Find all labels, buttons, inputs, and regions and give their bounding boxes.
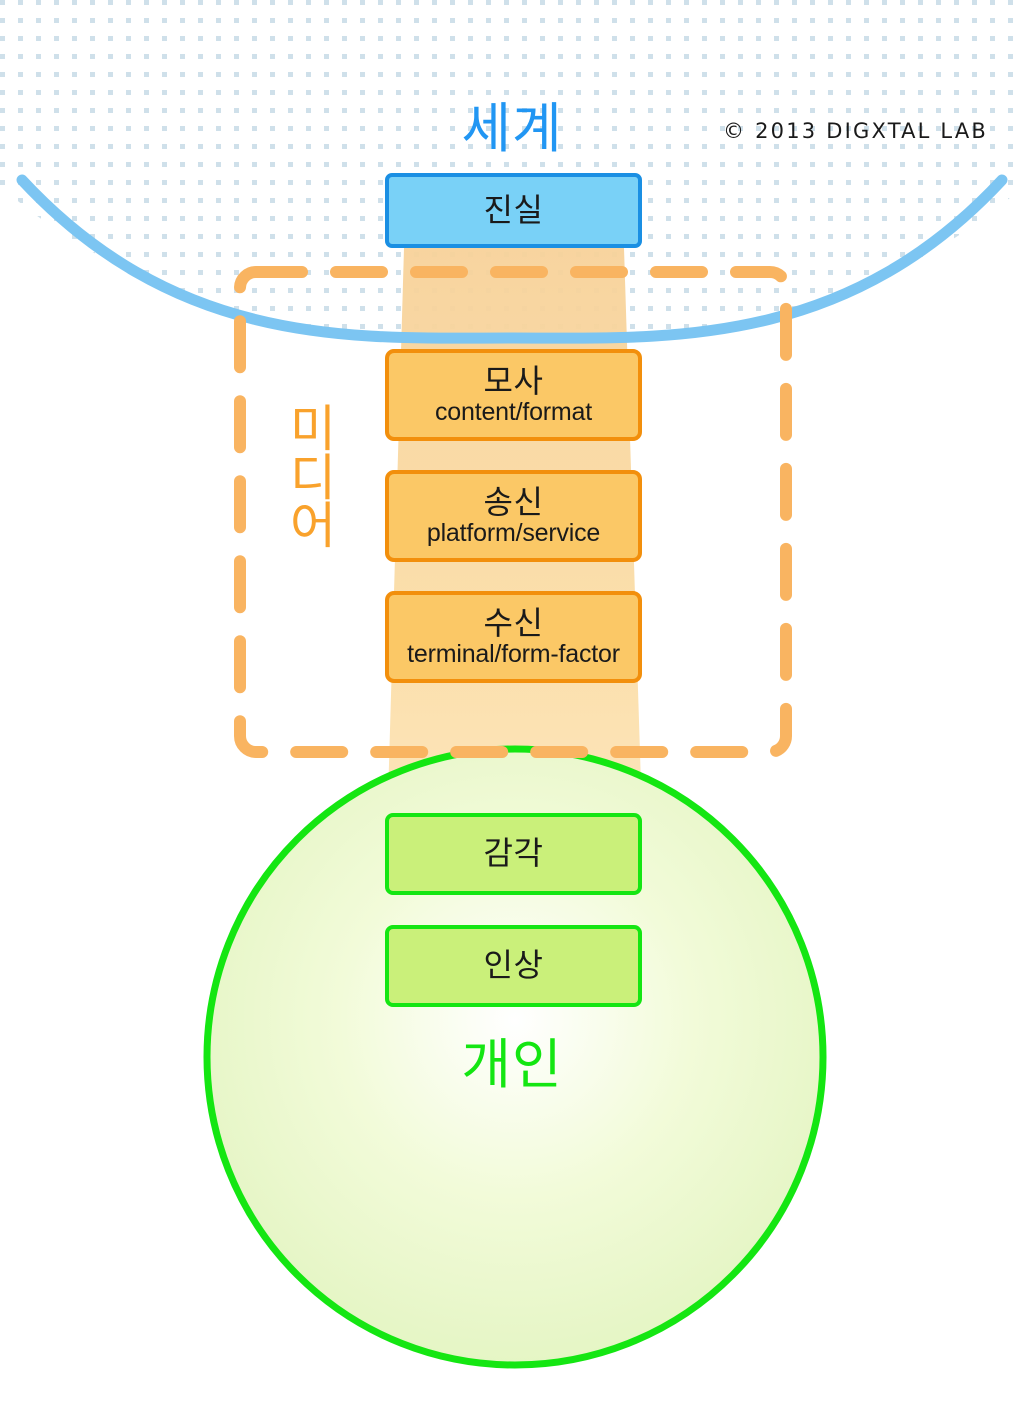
media-label-char-2: 디 [290, 449, 336, 506]
node-susin-sublabel: terminal/form-factor [407, 640, 620, 669]
node-gamgak-label: 감각 [483, 835, 544, 872]
node-gamgak[interactable]: 감각 [385, 813, 642, 895]
node-truth[interactable]: 진실 [385, 173, 642, 248]
world-title: 세계 [461, 99, 563, 159]
media-label-char-3: 어 [290, 498, 336, 554]
media-label: 미 디 어 [283, 401, 343, 554]
node-mosa-sublabel: content/format [434, 398, 592, 427]
node-insang[interactable]: 인상 [385, 925, 642, 1007]
copyright-notice: © 2013 DIGXTAL LAB [723, 119, 988, 143]
media-label-char-1: 미 [290, 401, 336, 457]
node-susin[interactable]: 수신 terminal/form-factor [385, 591, 642, 683]
node-mosa-label: 모사 [483, 362, 544, 399]
node-truth-label: 진실 [483, 191, 544, 228]
individual-title: 개인 [461, 1035, 563, 1095]
node-mosa[interactable]: 모사 content/format [385, 349, 642, 441]
node-susin-label: 수신 [483, 604, 544, 641]
node-songsin[interactable]: 송신 platform/service [385, 470, 642, 562]
node-songsin-sublabel: platform/service [426, 519, 601, 548]
node-insang-label: 인상 [483, 947, 544, 984]
node-songsin-label: 송신 [483, 483, 544, 520]
